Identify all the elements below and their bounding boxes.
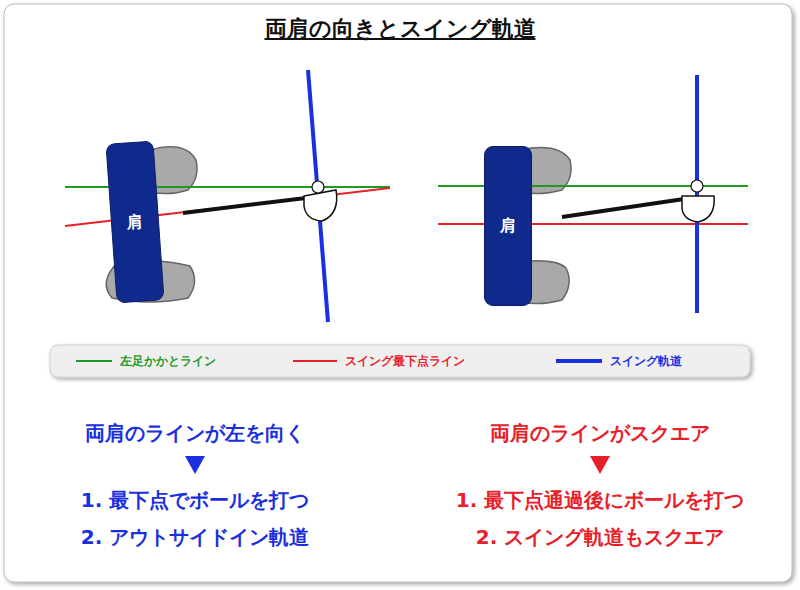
down-triangle bbox=[185, 456, 205, 474]
shoulder-label: 肩 bbox=[500, 216, 516, 237]
club-head bbox=[304, 190, 337, 221]
swing-path bbox=[695, 75, 699, 313]
frame bbox=[4, 4, 792, 582]
club-shaft bbox=[183, 198, 306, 213]
shoulder-box: 肩 bbox=[484, 146, 532, 306]
legend-bar bbox=[50, 345, 750, 377]
result-text: 両肩のラインが左を向く bbox=[85, 420, 305, 447]
result-text: 1. 最下点でボールを打つ bbox=[81, 487, 309, 514]
result-text: 両肩のラインがスクエア bbox=[490, 420, 710, 447]
legend-text: スイング最下点ライン bbox=[345, 353, 465, 370]
shoulder-label: 肩 bbox=[126, 211, 143, 233]
ball bbox=[691, 180, 703, 192]
title: 両肩の向きとスイング軌道 bbox=[265, 14, 536, 44]
legend-text: スイング軌道 bbox=[610, 353, 682, 370]
legend-text: 左足かかとライン bbox=[120, 353, 216, 370]
result-text: 2. アウトサイドイン軌道 bbox=[81, 524, 309, 551]
legend-line bbox=[293, 360, 337, 362]
club-shaft bbox=[562, 199, 684, 217]
club-head bbox=[682, 196, 714, 222]
legend-line bbox=[556, 359, 602, 363]
result-text: 2. スイング軌道もスクエア bbox=[476, 524, 724, 551]
down-triangle bbox=[590, 456, 610, 474]
legend-line bbox=[76, 360, 112, 362]
ball bbox=[312, 181, 324, 193]
result-text: 1. 最下点通過後にボールを打つ bbox=[456, 487, 744, 514]
